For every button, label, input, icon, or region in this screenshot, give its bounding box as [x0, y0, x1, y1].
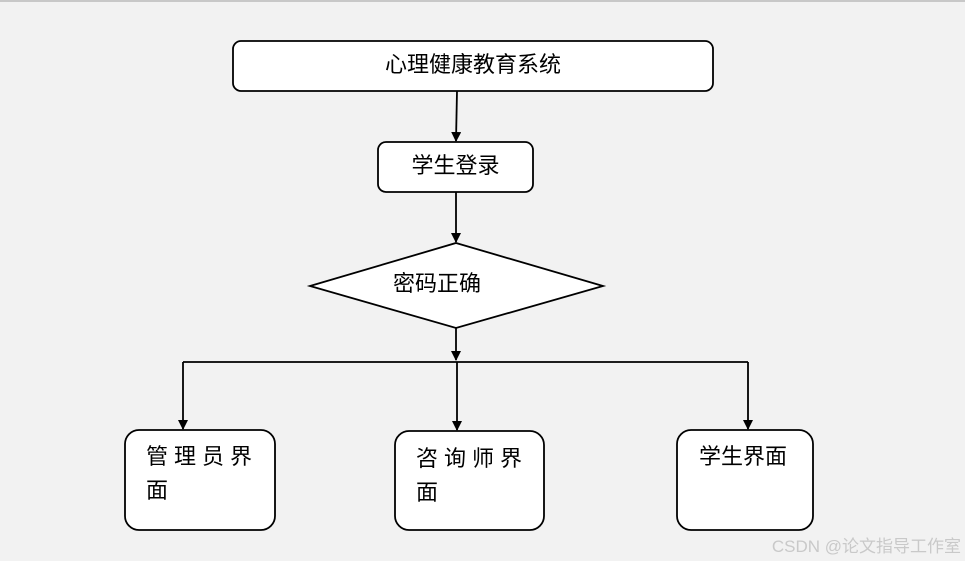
password-check-label: 密码正确 [393, 272, 482, 297]
admin-ui-box [124, 429, 276, 531]
student-login-label: 学生登录 [411, 154, 500, 179]
edge-system-to-login [451, 90, 462, 142]
student-ui-label: 学生界面 [699, 445, 788, 470]
system-box [232, 40, 714, 92]
counselor-ui-label: 咨询师界面 [416, 447, 529, 506]
top-border [0, 0, 965, 2]
student-ui-box [676, 429, 814, 531]
counselor-ui-box [394, 430, 545, 531]
admin-ui-label: 管理员界面 [146, 445, 259, 504]
watermark: CSDN @论文指导工作室 [771, 537, 961, 556]
system-label: 心理健康教育系统 [384, 53, 561, 78]
